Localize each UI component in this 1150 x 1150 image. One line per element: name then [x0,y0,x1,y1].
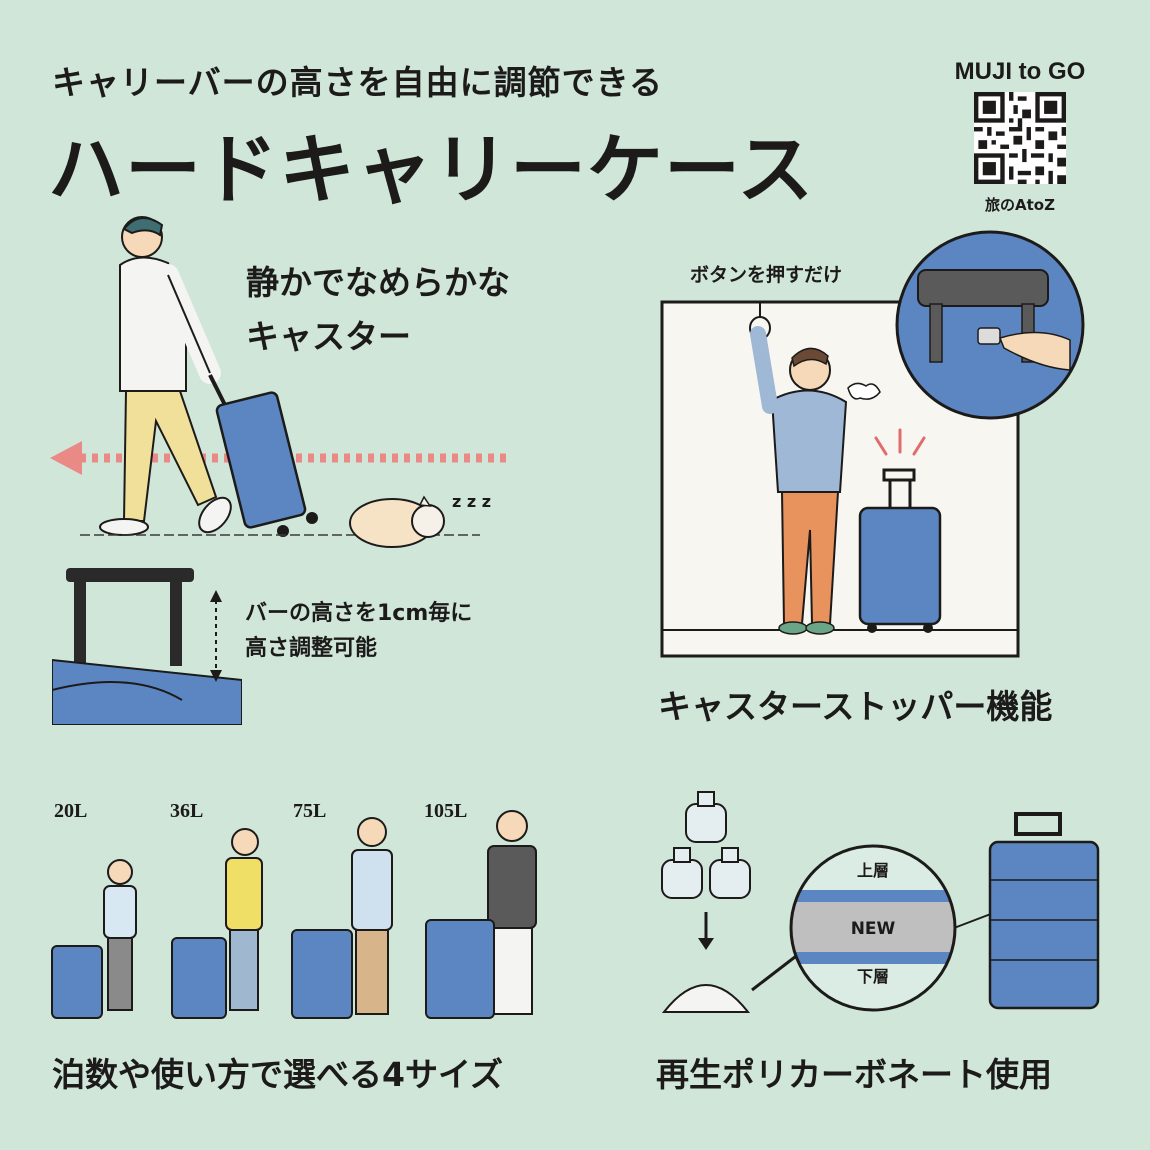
flakes-icon [661,984,751,1013]
brand-name: MUJI to GO [954,58,1086,85]
sizes-label: 泊数や使い方で選べる4サイズ [52,1055,503,1094]
caster-label-line2: キャスター [246,317,411,357]
subtitle: キャリーバーの高さを自由に調節できる [52,63,664,102]
material-label: 再生ポリカーボネート使用 [656,1055,1052,1094]
layer-new-label: NEW [851,919,896,939]
sleeping-cat-icon [349,495,445,548]
caster-label: 静かでなめらかな キャスター [246,256,510,365]
size-label-105: 105L [424,800,468,822]
size-label-20: 20L [54,800,88,822]
height-adjust-arrow-icon [210,590,222,682]
layer-upper-label: 上層 [857,861,889,880]
stopped-suitcase-icon [858,468,942,633]
bar-height-line1: バーの高さを1cm毎に [245,601,473,626]
brand-tag: 旅のAtoZ [985,196,1055,214]
water-bottle-icon [661,791,751,899]
motion-arrow-icon [50,441,510,475]
suitcase-icon [208,374,318,537]
size-label-36: 36L [170,800,204,822]
stopper-label: キャスターストッパー機能 [658,687,1053,726]
qr-code-icon[interactable] [974,92,1066,184]
bar-height-label: バーの高さを1cm毎に 高さ調整可能 [245,596,472,666]
recycled-material-illustration: 上層 NEW 下層 [661,791,1100,1013]
walking-man-illustration: z z z [50,216,510,548]
four-sizes-illustration [51,810,537,1019]
page-title: ハードキャリーケース [48,125,815,214]
train-scene-illustration [660,230,1085,658]
brand-block: MUJI to GO 旅のAtoZ [940,58,1100,215]
layer-lower-label: 下層 [857,967,889,986]
big-suitcase-icon [988,812,1100,1010]
trolley-bar-illustration [52,568,242,725]
stopper-callout: ボタンを押すだけ [690,264,843,286]
sleep-sound-text: z z z [452,492,491,511]
caster-label-line1: 静かでなめらかな [246,263,510,302]
alert-icon [874,428,926,456]
size-label-75: 75L [293,800,327,822]
bar-height-line2: 高さ調整可能 [245,636,378,662]
stopper-button-closeup-icon[interactable] [895,230,1085,420]
